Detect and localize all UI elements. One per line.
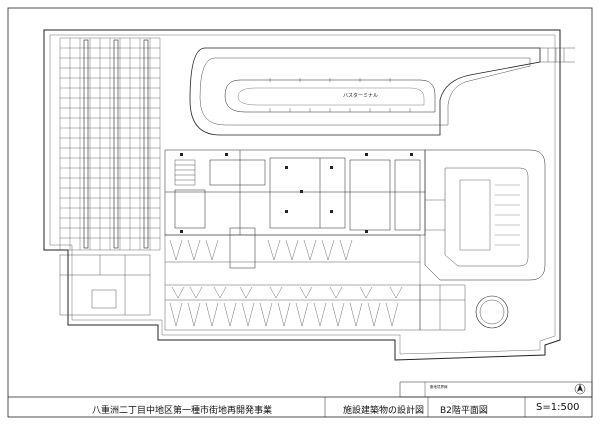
site-boundary-inner xyxy=(49,34,556,355)
parking-shafts xyxy=(83,39,149,249)
parking-area xyxy=(164,234,421,331)
north-arrow-pointer-icon xyxy=(577,384,583,392)
sheet-border xyxy=(7,7,593,418)
floor-plan-title: B2階平面図 xyxy=(440,406,488,416)
left-lower-block xyxy=(59,254,151,316)
legend-label: 敷地境界線 xyxy=(430,385,448,389)
lower-right-block xyxy=(419,284,466,331)
bus-terminal xyxy=(189,47,541,136)
parking-stalls-lower xyxy=(169,302,399,327)
legend-box xyxy=(399,381,593,398)
right-wing-hatch xyxy=(495,184,520,246)
bus-terminal-label: バスターミナル xyxy=(343,93,379,99)
right-wing xyxy=(424,149,546,281)
parking-stalls-mid xyxy=(171,286,403,299)
project-name: 八重洲二丁目中地区第一種市街地再開発事業 xyxy=(92,406,273,416)
bus-bays xyxy=(269,78,411,112)
drawing-scale: S=1:500 xyxy=(536,402,580,413)
site-boundary xyxy=(43,29,561,361)
turntable xyxy=(475,295,509,329)
structural-columns xyxy=(180,153,413,233)
mechanical-parking-grid xyxy=(59,37,161,251)
drawing-type: 施設建築物の設計図 xyxy=(343,406,425,416)
access-ramp xyxy=(540,47,575,63)
central-core xyxy=(164,149,426,269)
entrance-stair xyxy=(174,159,196,186)
parking-stalls-upper xyxy=(169,239,353,261)
